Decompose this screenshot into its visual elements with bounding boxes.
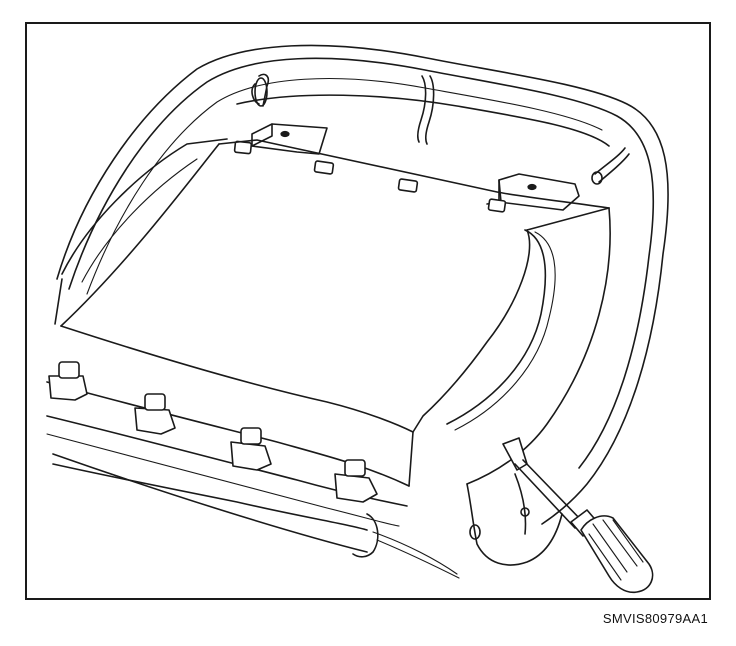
screwdriver [502,437,654,594]
lower-clip-1 [48,361,88,401]
upper-clips [313,160,419,193]
figure-code: SMVIS80979AA1 [602,611,708,626]
wire-hooks [251,73,630,185]
screwdriver-tip [502,437,528,471]
screwdriver-shaft [514,459,584,529]
screwdriver-handle [580,515,654,594]
bottom-trim-roll [52,463,460,579]
seat-frame-opening [446,207,611,485]
left-mounting-bracket [233,123,328,155]
left-side-bolster [54,138,228,325]
center-rod [416,75,427,143]
right-hook [594,147,630,183]
lower-clip-3 [230,427,272,471]
seat-lower-right [466,473,563,566]
lower-clip-4 [334,459,378,503]
lower-clip-2 [134,393,176,435]
seat-trim-removal-illustration [46,44,669,594]
back-trim-panel [60,139,610,487]
figure-frame [25,22,711,600]
lower-clips [48,361,378,503]
seat-back-shell [56,44,669,525]
